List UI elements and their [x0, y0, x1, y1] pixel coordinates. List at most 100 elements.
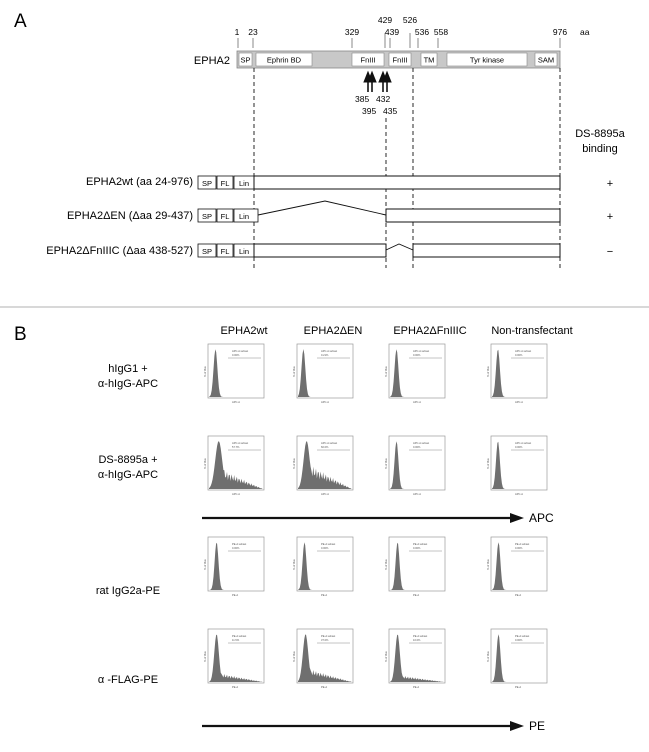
epitope-label-395: 395 — [362, 106, 376, 116]
gate-label: APC-A subset — [413, 349, 429, 353]
position-labels: 1 23 329 429 439 526 536 558 976 — [235, 15, 568, 37]
x-axis-label: APC-A — [321, 492, 329, 496]
histogram-curve — [209, 441, 263, 489]
gate-value: 0.00% — [515, 638, 523, 642]
tag-sp — [197, 243, 217, 258]
gate-label: APC-A subset — [321, 349, 337, 353]
y-axis-label: % of Max — [203, 365, 207, 377]
histogram-curve — [298, 634, 352, 682]
deletion-line-fniiic — [385, 243, 414, 251]
row-label-ds8895a-line2: α-hIgG-APC — [98, 469, 158, 481]
y-axis-label: % of Max — [486, 558, 490, 570]
y-axis-label: % of Max — [203, 457, 207, 469]
tag-lin-label: Lin — [239, 247, 249, 256]
histogram-curve — [298, 441, 352, 489]
epitope-label-385: 385 — [355, 94, 369, 104]
histogram-curve — [298, 542, 352, 590]
tag-fl — [216, 175, 234, 190]
apc-arrow-head — [510, 513, 524, 523]
gate-value: 0.00% — [232, 546, 240, 550]
pos-label-558: 558 — [434, 27, 448, 37]
domain-sp — [238, 52, 253, 67]
gate-label: PE-A subset — [515, 542, 530, 546]
construct-wt: EPHA2wt (aa 24-976) SP FL Lin + — [86, 175, 613, 190]
domain-label-tyr-kinase: Tyr kinase — [470, 56, 504, 65]
apc-axis-arrow: APC — [202, 511, 554, 525]
panel-b-figure: B EPHA2wt EPHA2ΔEN EPHA2ΔFnIIIC Non-tran… — [14, 324, 573, 733]
histogram-curve — [390, 441, 444, 489]
histogram-curve — [492, 542, 546, 590]
apc-axis-label: APC — [529, 511, 554, 525]
panel-a-diagram: A EPHA2 1 23 329 429 439 526 536 558 976… — [14, 11, 626, 268]
y-axis-label: % of Max — [292, 650, 296, 662]
histogram-curve — [209, 634, 263, 682]
pe-axis-arrow: PE — [202, 719, 545, 733]
binding-header-line2: binding — [582, 143, 617, 155]
y-axis-label: % of Max — [203, 650, 207, 662]
x-axis-label: PE-A — [413, 685, 419, 689]
construct-delta-en-binding: + — [607, 211, 613, 223]
construct-delta-en-label: EPHA2ΔEN (Δaa 29-437) — [67, 210, 193, 222]
x-axis-label: APC-A — [413, 492, 421, 496]
panel-divider — [0, 306, 649, 308]
y-axis-label: % of Max — [384, 457, 388, 469]
aa-unit: aa — [580, 27, 590, 37]
gate-label: APC-A subset — [232, 349, 248, 353]
row-label-flag: α -FLAG-PE — [98, 674, 158, 686]
gate-value: 11.5% — [232, 638, 240, 642]
tag-fl-label: FL — [221, 179, 230, 188]
y-axis-label: % of Max — [203, 558, 207, 570]
position-ticks — [237, 33, 561, 48]
tag-lin-label: Lin — [239, 212, 249, 221]
tag-sp-label: SP — [202, 247, 212, 256]
domain-tm — [420, 52, 438, 67]
gate-label: APC-A subset — [413, 441, 429, 445]
epitope-labels: 385 432 395 435 — [355, 94, 397, 116]
construct-wt-label: EPHA2wt (aa 24-976) — [86, 176, 193, 188]
gate-value: 60.0% — [321, 445, 329, 449]
y-axis-label: % of Max — [486, 650, 490, 662]
row-label-higg1-line2: α-hIgG-APC — [98, 378, 158, 390]
tag-fl — [216, 208, 234, 223]
pos-label-1: 1 — [235, 27, 240, 37]
pos-label-439: 439 — [385, 27, 399, 37]
row-label-ds8895a-line1: DS-8895a + — [98, 454, 157, 466]
pos-label-329: 329 — [345, 27, 359, 37]
domain-label-tm: TM — [424, 56, 435, 65]
gate-value: 0.00% — [321, 546, 329, 550]
gate-label: PE-A subset — [321, 542, 336, 546]
x-axis-label: PE-A — [413, 593, 419, 597]
panel-b: B EPHA2wt EPHA2ΔEN EPHA2ΔFnIIIC Non-tran… — [0, 308, 649, 747]
gate-label: APC-A subset — [515, 349, 531, 353]
panel-b-label: B — [14, 324, 27, 345]
construct-delta-fniiic-binding: − — [607, 246, 613, 258]
gate-label: PE-A subset — [515, 634, 530, 638]
column-header-wt: EPHA2wt — [220, 325, 267, 337]
row-label-rat-igg2a: rat IgG2a-PE — [96, 585, 160, 597]
histogram-curve — [209, 349, 263, 397]
gate-value: 0.00% — [515, 445, 523, 449]
y-axis-label: % of Max — [384, 650, 388, 662]
tag-sp — [197, 175, 217, 190]
tag-lin — [233, 208, 259, 223]
gate-value: 0.00% — [413, 353, 421, 357]
histogram-curve — [390, 634, 444, 682]
pos-label-23: 23 — [248, 27, 258, 37]
tag-sp-label: SP — [202, 179, 212, 188]
gate-value: 0.00% — [515, 353, 523, 357]
domain-bar — [236, 50, 561, 69]
construct-delta-en: EPHA2ΔEN (Δaa 29-437) SP FL Lin + — [67, 200, 613, 223]
construct-delta-fniiic-body-c — [412, 243, 561, 258]
histogram-curve — [492, 349, 546, 397]
